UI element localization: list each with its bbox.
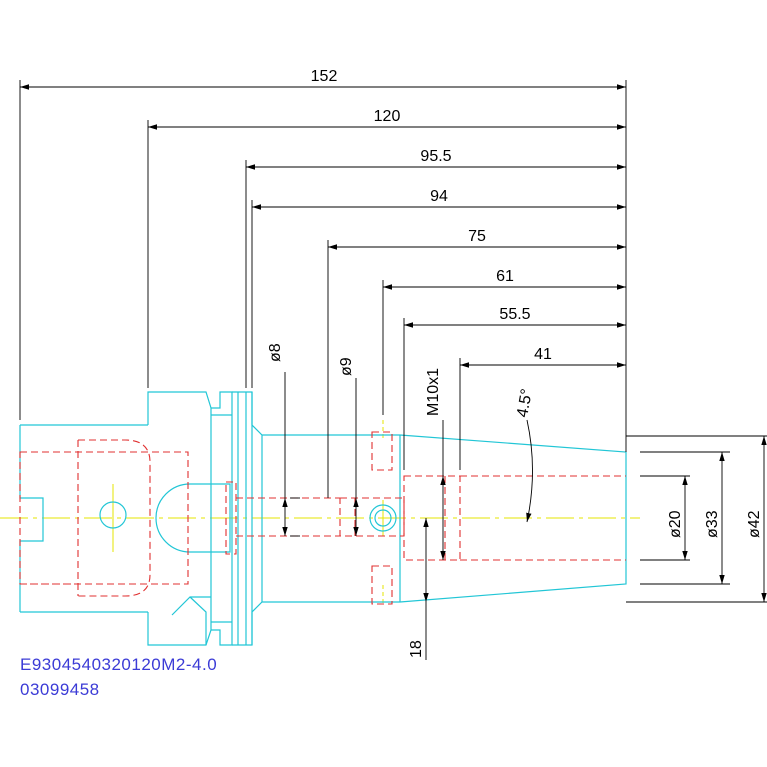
extension-lines (19, 80, 767, 603)
dim-angle: 4.5° (514, 388, 536, 419)
screw-circles (99, 501, 397, 532)
dim-dia9: ø9 (338, 357, 355, 376)
dim-152: 152 (311, 68, 338, 85)
dim-120: 120 (374, 108, 401, 125)
horizontal-dimensions (20, 84, 626, 368)
dim-61: 61 (496, 268, 514, 285)
vertical-dimensions (282, 372, 767, 660)
dim-thread: M10x1 (425, 368, 442, 416)
dim-95-5: 95.5 (420, 148, 451, 165)
dim-dia8: ø8 (267, 343, 284, 362)
dim-dia33: ø33 (704, 510, 721, 538)
dim-dia20: ø20 (667, 510, 684, 538)
dim-dia42: ø42 (746, 510, 763, 538)
part-number: E9304540320120M2-4.0 (20, 655, 218, 674)
dim-94: 94 (430, 188, 448, 205)
dim-41: 41 (534, 346, 552, 363)
dim-55-5: 55.5 (499, 306, 530, 323)
dim-18: 18 (408, 640, 425, 658)
dim-75: 75 (468, 228, 486, 245)
order-code: 03099458 (20, 680, 100, 699)
centerline (0, 420, 640, 605)
